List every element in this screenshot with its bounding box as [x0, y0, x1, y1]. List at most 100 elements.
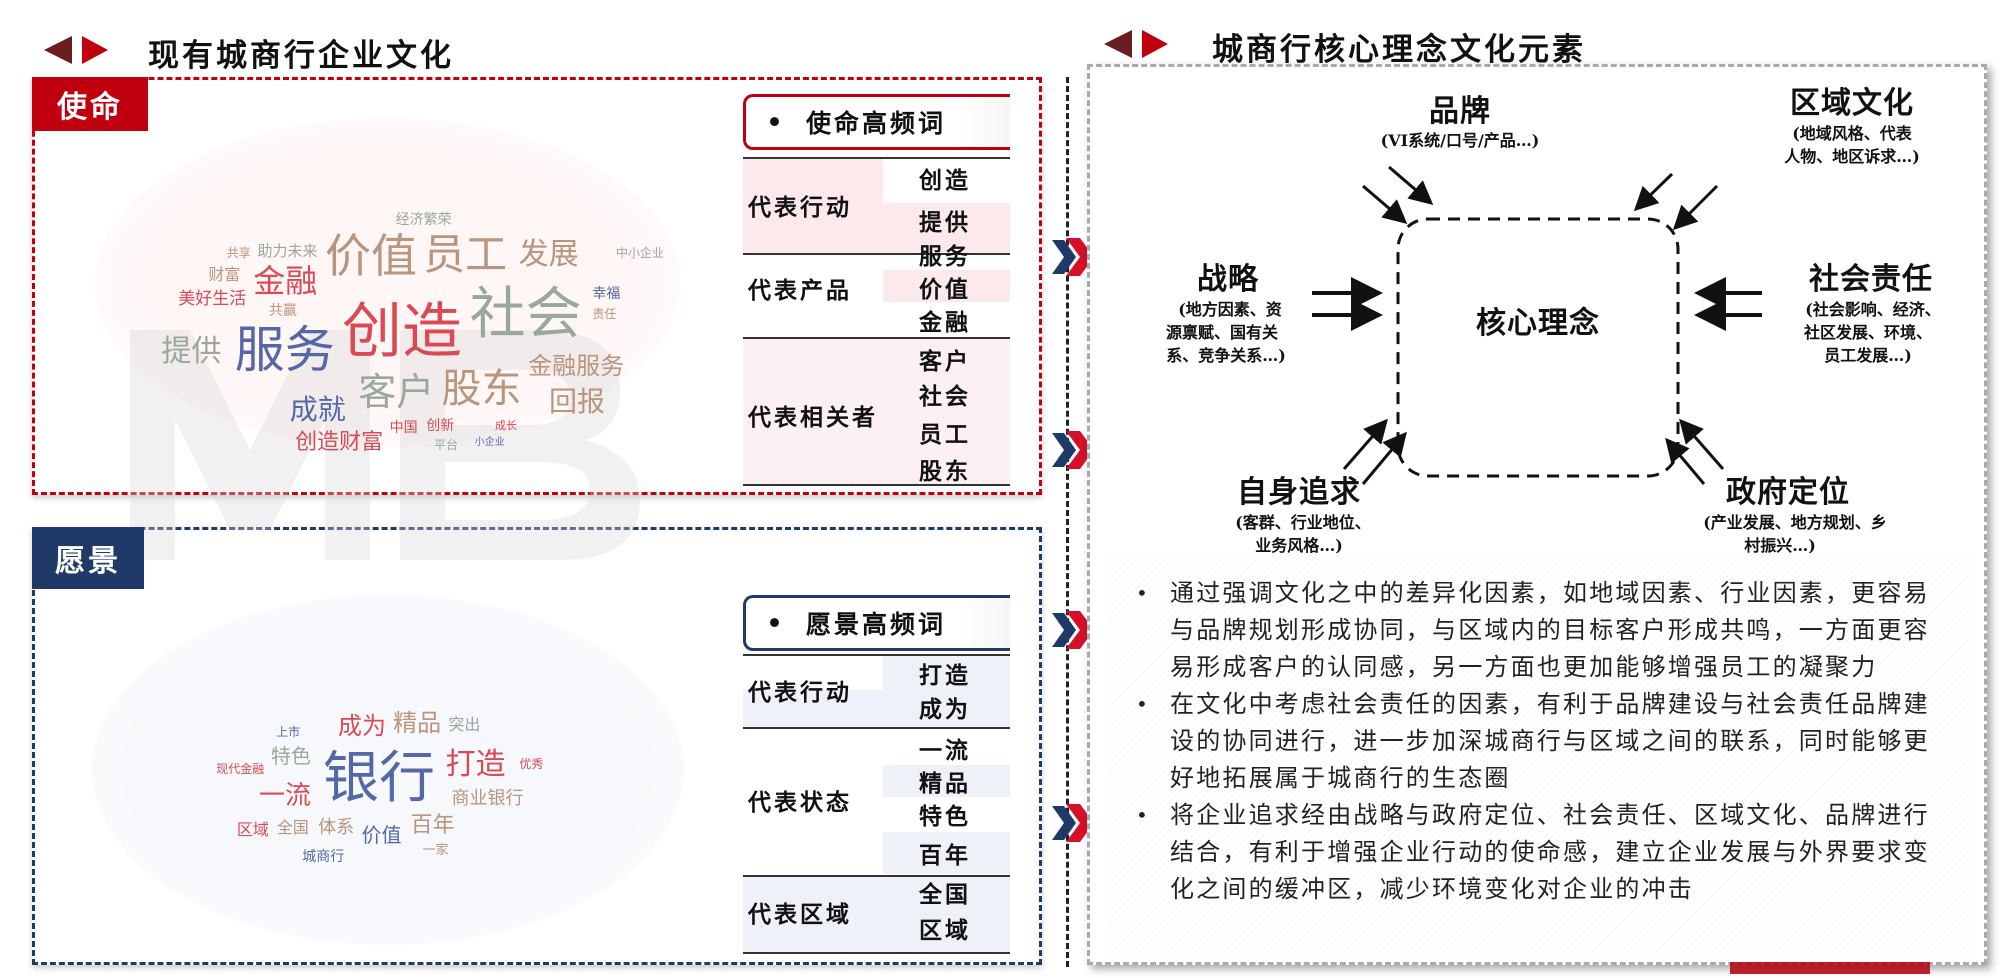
keyword: 创造 [919, 167, 971, 194]
category-label: 代表区域 [748, 901, 852, 928]
cell-shade [883, 832, 1010, 874]
node-government-positioning: 政府定位 [1726, 475, 1850, 510]
word-cloud-word: 平台 [434, 437, 459, 452]
node-detail: 系、竞争关系…) [1166, 346, 1286, 365]
left-arrow-icon [1104, 30, 1132, 58]
word-cloud-word: 责任 [592, 306, 617, 321]
cell-shade [883, 656, 1010, 690]
bullet: • [766, 107, 786, 137]
summary-point: •在文化中考虑社会责任的因素，有利于品牌建设与社会责任品牌建设的协同进行，进一步… [1128, 686, 1950, 797]
word-cloud-word: 员工 [423, 229, 508, 279]
word-cloud-word: 突出 [448, 714, 481, 734]
right-arrow-icon [1142, 30, 1168, 58]
summary-point: • 将企业追求经由战略与政府定位、社会责任、区域文化、品牌进行结合，有利于增强企业… [1128, 797, 1950, 908]
word-cloud-word: 特色 [270, 744, 311, 769]
summary-text: 通过强调文化之中的差异化因素，如地域因素、行业因素，更容易与品牌规划形成协同，与… [1170, 579, 1930, 681]
table-title: 使命高频词 [806, 109, 947, 138]
word-cloud-word: 上市 [276, 725, 301, 740]
divider [743, 484, 1010, 486]
keyword: 社会 [919, 383, 971, 410]
word-cloud-word: 服务 [234, 320, 335, 379]
word-cloud-word: 全国 [276, 817, 309, 837]
word-cloud-word: 创造财富 [295, 429, 384, 455]
word-cloud-word: 幸福 [592, 286, 621, 303]
word-cloud-word: 中国 [389, 420, 418, 437]
divider [743, 654, 1010, 656]
vertical-dashed-divider [1066, 77, 1069, 967]
keyword: 金融 [919, 309, 971, 336]
keyword: 百年 [919, 842, 971, 869]
vision-table-header: • 愿景高频词 [743, 595, 1010, 651]
vision-word-cloud-bg [92, 595, 684, 945]
keyword: 特色 [919, 803, 971, 830]
keyword: 服务 [919, 243, 971, 270]
keyword: 提供 [919, 209, 971, 236]
word-cloud-word: 银行 [323, 746, 435, 811]
node-self-pursuit: 自身追求 [1237, 475, 1361, 510]
keyword: 成为 [919, 696, 971, 723]
section-title: 现有城商行企业文化 [148, 38, 454, 74]
node-regional-culture: 区域文化 [1790, 86, 1914, 121]
word-cloud-word: 金融 [253, 262, 318, 301]
mission-tag: 使命 [32, 77, 148, 131]
keyword: 一流 [919, 737, 971, 764]
word-cloud-word: 客户 [358, 370, 435, 415]
word-cloud-word: 经济繁荣 [395, 211, 452, 228]
word-cloud-word: 回报 [549, 384, 606, 418]
word-cloud-word: 现代金融 [216, 761, 265, 776]
node-detail: (地方因素、资 [1178, 300, 1282, 319]
arrow-icons [1312, 165, 1762, 485]
cell-shade [883, 270, 1010, 302]
word-cloud-word: 共享 [226, 245, 251, 260]
word-cloud-word: 社会 [469, 282, 582, 348]
node-social-responsibility: 社会责任 [1809, 262, 1933, 297]
cell-shade [743, 339, 1010, 486]
cell-shade [743, 690, 1010, 727]
word-cloud-word: 体系 [318, 817, 355, 839]
word-cloud-word: 股东 [441, 366, 522, 413]
bullet: • [1136, 803, 1150, 827]
word-cloud-word: 中小企业 [616, 246, 665, 260]
word-cloud-word: 成长 [495, 418, 517, 432]
word-cloud-word: 价值 [325, 229, 417, 283]
word-cloud-word: 成就 [289, 392, 346, 426]
category-label: 代表行动 [748, 679, 852, 706]
left-arrow-icon [44, 36, 72, 64]
category-label: 代表相关者 [748, 404, 878, 431]
keyword: 价值 [919, 276, 971, 303]
node-detail: (产业发展、地方规划、乡 [1703, 513, 1887, 532]
word-cloud-word: 发展 [518, 237, 579, 273]
divider [743, 952, 1010, 954]
keyword: 打造 [919, 662, 971, 689]
core-concept-box [1396, 217, 1680, 478]
keyword: 精品 [919, 770, 971, 797]
keyword: 员工 [919, 421, 971, 448]
keyword: 股东 [919, 458, 971, 485]
word-cloud-word: 创造 [342, 297, 462, 367]
summary-text: 将企业追求经由战略与政府定位、社会责任、区域文化、品牌进行结合，有利于增强企业行… [1170, 801, 1930, 903]
node-detail: (客群、行业地位、 [1235, 513, 1371, 532]
core-concept-label: 核心理念 [1476, 306, 1600, 341]
word-cloud-word: 百年 [410, 812, 455, 838]
bullet: • [766, 608, 786, 638]
divider [743, 157, 1010, 159]
node-detail: (社会影响、经济、 [1805, 300, 1941, 319]
category-label: 代表产品 [748, 277, 852, 304]
mission-word-cloud-bg [95, 118, 680, 448]
cell-shade [883, 765, 1010, 797]
category-label: 代表状态 [748, 789, 852, 816]
word-cloud-word: 一家 [422, 843, 449, 859]
word-cloud-word: 财富 [208, 264, 241, 284]
node-detail: (地域风格、代表 [1792, 124, 1912, 143]
divider [743, 875, 1010, 877]
word-cloud-word: 精品 [393, 708, 442, 737]
summary-text-box: • 通过强调文化之中的差异化因素，如地域因素、行业因素，更容易与品牌规划形成协同，… [1108, 553, 1970, 958]
node-brand-detail: (VI系统/口号/产品…) [1380, 131, 1540, 150]
bullet: • [1136, 692, 1150, 716]
node-detail: 人物、地区诉求…) [1784, 147, 1920, 166]
word-cloud-word: 区域 [236, 819, 269, 839]
word-cloud-word: 美好生活 [178, 289, 247, 310]
node-brand: 品牌 [1429, 94, 1491, 129]
word-cloud-word: 共赢 [268, 303, 297, 320]
